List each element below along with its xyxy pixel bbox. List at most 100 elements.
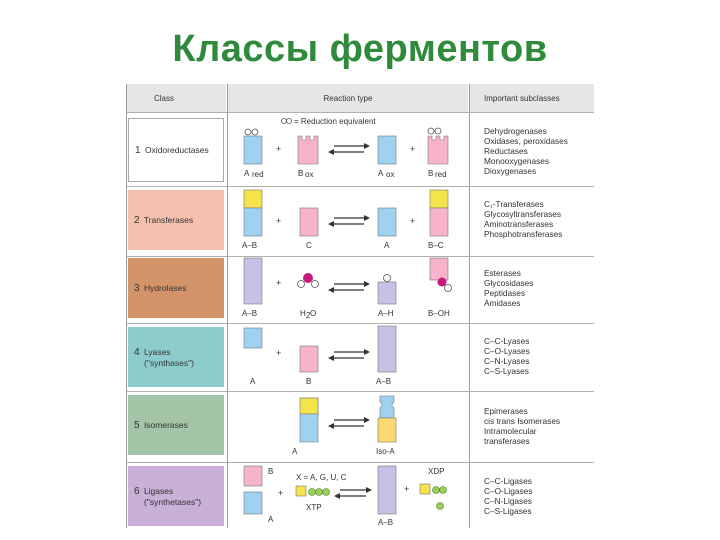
label-a-b: A–B bbox=[378, 518, 393, 527]
subclass-item: Glycosyltransferases bbox=[484, 209, 562, 219]
slide-title: Классы ферментов bbox=[172, 28, 548, 70]
plus-sign: + bbox=[276, 216, 281, 226]
equilibrium-arrows-icon bbox=[334, 487, 372, 499]
product-b-red bbox=[427, 135, 449, 165]
reaction-lyases: + A B A–B bbox=[243, 325, 397, 386]
subclass-item: C–N-Lyases bbox=[484, 356, 530, 366]
row-divider bbox=[126, 323, 594, 324]
subclass-item: Peptidases bbox=[484, 288, 526, 298]
subclasses-transferases: C₁-Transferases Glycosyltransferases Ami… bbox=[484, 199, 594, 239]
label-a: A bbox=[378, 169, 384, 178]
class-alias: ("synthetases") bbox=[144, 496, 202, 507]
label-a: A bbox=[250, 377, 256, 386]
row-divider bbox=[126, 186, 594, 187]
label-a-b: A–B bbox=[242, 241, 257, 250]
subclass-item: Amidases bbox=[484, 298, 521, 308]
class-number: 3 bbox=[134, 282, 140, 294]
class-alias: ("synthases") bbox=[144, 357, 194, 368]
plus-sign: + bbox=[404, 484, 409, 494]
class-number: 1 bbox=[135, 144, 141, 156]
label-a-b: A–B bbox=[242, 309, 257, 318]
label-iso-a: Iso-A bbox=[376, 447, 395, 456]
subclasses-hydrolases: Esterases Glycosidases Peptidases Amidas… bbox=[484, 268, 594, 308]
plus-sign: + bbox=[276, 348, 281, 358]
class-cell-ligases: 6 Ligases ("synthetases") bbox=[128, 466, 224, 526]
label-o: O bbox=[310, 309, 316, 318]
label-ox-subscript: ox bbox=[305, 170, 313, 179]
fragment-b bbox=[299, 345, 319, 373]
substrate-b bbox=[243, 465, 263, 487]
label-a: A bbox=[244, 169, 250, 178]
substrate-a-b bbox=[243, 257, 263, 305]
fragment-a bbox=[243, 327, 263, 349]
xdp-molecule-icon bbox=[419, 483, 447, 495]
substrate-a bbox=[243, 207, 263, 237]
class-cell-lyases: 4 Lyases ("synthases") bbox=[128, 327, 224, 387]
electron-pair-icon bbox=[427, 127, 435, 135]
subclass-item: C–C-Ligases bbox=[484, 476, 532, 486]
plus-sign: + bbox=[410, 144, 415, 154]
label-b: B bbox=[428, 169, 433, 178]
label-red-subscript: red bbox=[435, 170, 447, 179]
label-b-c: B–C bbox=[428, 241, 444, 250]
row-divider bbox=[126, 462, 594, 463]
water-molecule-icon bbox=[297, 273, 319, 288]
subclass-item: Glycosidases bbox=[484, 278, 534, 288]
class-name: Hydrolases bbox=[143, 282, 187, 293]
header-class: Class bbox=[126, 84, 226, 112]
label-a-h: A–H bbox=[378, 309, 394, 318]
label-b: B bbox=[306, 377, 311, 386]
class-cell-hydrolases: 3 Hydrolases bbox=[128, 258, 224, 318]
subclass-item: C–S-Lyases bbox=[484, 366, 529, 376]
product-iso-a bbox=[377, 417, 397, 443]
plus-sign: + bbox=[278, 488, 283, 498]
reduction-equivalent-legend: = Reduction equivalent bbox=[281, 117, 376, 126]
class-name: Ligases bbox=[143, 485, 174, 496]
phosphate-icon bbox=[436, 502, 444, 510]
equilibrium-arrows-icon bbox=[328, 143, 370, 155]
class-number: 4 bbox=[134, 346, 140, 358]
header-divider bbox=[126, 112, 594, 113]
label-a: A bbox=[268, 515, 274, 524]
subclass-item: C–S-Ligases bbox=[484, 506, 532, 516]
substrate-a bbox=[243, 491, 263, 515]
hydrogen-atom-icon bbox=[383, 274, 391, 282]
enzyme-classes-figure: Class Reaction type Important subclasses… bbox=[126, 84, 594, 528]
subclass-item: Epimerases bbox=[484, 406, 528, 416]
product-a-b bbox=[377, 325, 397, 373]
table-border-left bbox=[126, 84, 127, 528]
reaction-isomerases: A Iso-A bbox=[292, 395, 397, 456]
group-b bbox=[243, 189, 263, 209]
electron-pair-icon bbox=[251, 128, 259, 136]
row-divider bbox=[126, 256, 594, 257]
product-b-oh bbox=[429, 257, 449, 281]
subclass-item: Esterases bbox=[484, 268, 521, 278]
class-cell-transferases: 2 Transferases bbox=[128, 190, 224, 250]
subclass-item: C–N-Ligases bbox=[484, 496, 532, 506]
subclass-item: Phosphotransferases bbox=[484, 229, 563, 239]
product-a-h bbox=[377, 281, 397, 305]
class-name: Oxidoreductases bbox=[144, 144, 209, 155]
class-cell-oxidoreductases: 1 Oxidoreductases bbox=[128, 118, 224, 182]
plus-sign: + bbox=[276, 278, 281, 288]
label-c: C bbox=[306, 241, 312, 250]
label-a: A bbox=[292, 447, 298, 456]
reaction-oxidoreductases: = Reduction equivalent + + A red B ox A … bbox=[243, 117, 449, 179]
label-subscript-2: 2 bbox=[306, 311, 311, 320]
equilibrium-arrows-icon bbox=[328, 215, 370, 227]
class-name: Transferases bbox=[143, 214, 194, 225]
moving-group bbox=[299, 397, 319, 415]
xtp-molecule-icon bbox=[295, 485, 330, 497]
subclass-item: C₁-Transferases bbox=[484, 199, 544, 209]
label-b-oh: B–OH bbox=[428, 309, 450, 318]
acceptor-c bbox=[299, 207, 319, 237]
label-ox-subscript: ox bbox=[386, 170, 394, 179]
class-number: 6 bbox=[134, 485, 140, 497]
class-cell-isomerases: 5 Isomerases bbox=[128, 395, 224, 455]
class-number: 5 bbox=[134, 419, 140, 431]
subclass-item: Dehydrogenases bbox=[484, 126, 547, 136]
subclass-item: transferases bbox=[484, 436, 530, 446]
label-b: B bbox=[268, 467, 273, 476]
equilibrium-arrows-icon bbox=[328, 281, 370, 293]
plus-sign: + bbox=[410, 216, 415, 226]
